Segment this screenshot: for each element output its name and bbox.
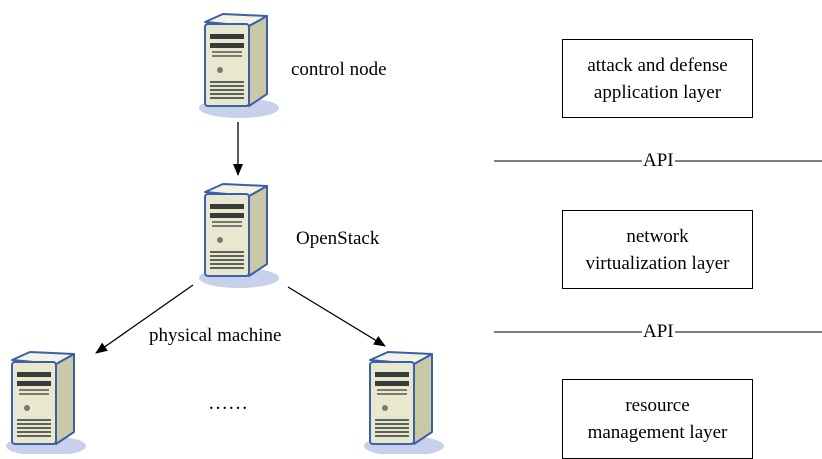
network-layer-line-2: virtualization layer [585, 252, 730, 274]
resource-management-layer-box: resource management layer [562, 379, 753, 459]
ellipsis-more-machines: …… [208, 392, 248, 414]
network-virtualization-layer-box: network virtualization layer [562, 210, 753, 289]
control-node-server-icon [198, 13, 280, 119]
control-node-label: control node [291, 59, 387, 80]
openstack-label: OpenStack [296, 228, 380, 249]
physical-machine-right-server-icon [363, 351, 445, 454]
physical-machine-left-server-icon [5, 351, 87, 454]
api-label-top: API [642, 150, 675, 172]
application-layer-line-1: attack and defense [587, 54, 728, 76]
api-label-bottom: API [642, 321, 675, 343]
resource-layer-line-1: resource [625, 395, 690, 416]
openstack-server-icon [198, 183, 280, 289]
network-layer-line-1: network [626, 225, 689, 247]
resource-layer-line-2: management layer [587, 422, 728, 443]
application-layer-line-2: application layer [593, 81, 722, 103]
arrow-openstack-to-right-machine [287, 286, 386, 347]
arrow-openstack-to-left-machine [95, 284, 194, 354]
physical-machine-label: physical machine [149, 325, 282, 346]
application-layer-box: attack and defense application layer [562, 39, 753, 118]
